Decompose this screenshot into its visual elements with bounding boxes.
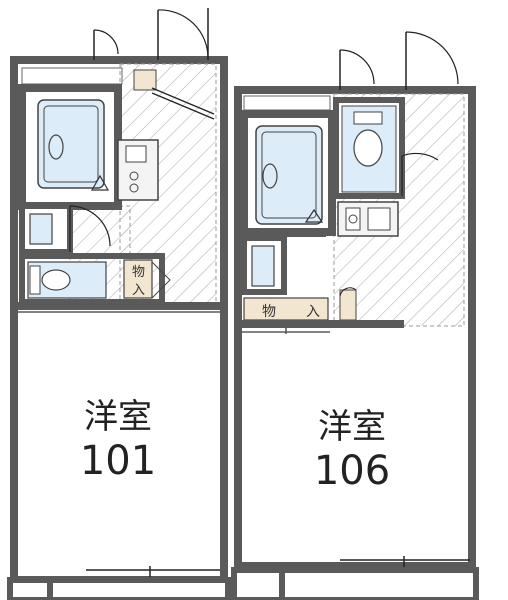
unit-106-toilet <box>353 129 383 167</box>
unit-101-toilet <box>41 269 71 291</box>
unit-106-room-number: 106 <box>314 448 390 494</box>
unit-106-outer-wall <box>234 86 476 570</box>
unit-101-closet-label-top: 物 <box>132 265 145 280</box>
unit-101-stove-burner <box>129 171 139 181</box>
unit-101-room-number: 101 <box>80 438 156 484</box>
unit-106-top-door <box>339 49 375 90</box>
unit-101-entrance-door <box>157 8 209 60</box>
unit-106: 物 入 洋室 106 <box>231 31 479 600</box>
unit-106-washbasin <box>251 245 275 287</box>
unit-101-sink <box>125 145 147 163</box>
unit-101-washbasin <box>29 213 53 245</box>
unit-106-closet-label-right: 入 <box>306 304 320 320</box>
unit-101-closet-label-bottom: 入 <box>132 283 145 298</box>
unit-106-room-type: 洋室 <box>318 407 386 447</box>
unit-106-stove <box>345 207 361 231</box>
unit-106-main-room <box>244 336 466 560</box>
unit-101-room-type: 洋室 <box>84 397 152 437</box>
unit-101-bathtub <box>37 99 105 189</box>
unit-101-main-room <box>18 314 220 576</box>
unit-106-sink <box>367 207 391 231</box>
unit-106-entrance-door <box>405 31 459 90</box>
unit-106-closet-label-left: 物 <box>262 304 276 320</box>
unit-106-bathtub <box>255 125 323 225</box>
unit-101-shoe-box <box>133 69 157 91</box>
unit-101-closet <box>123 259 153 299</box>
unit-101: 物 入 洋室 101 <box>7 8 231 600</box>
unit-101-top-door <box>93 29 119 60</box>
